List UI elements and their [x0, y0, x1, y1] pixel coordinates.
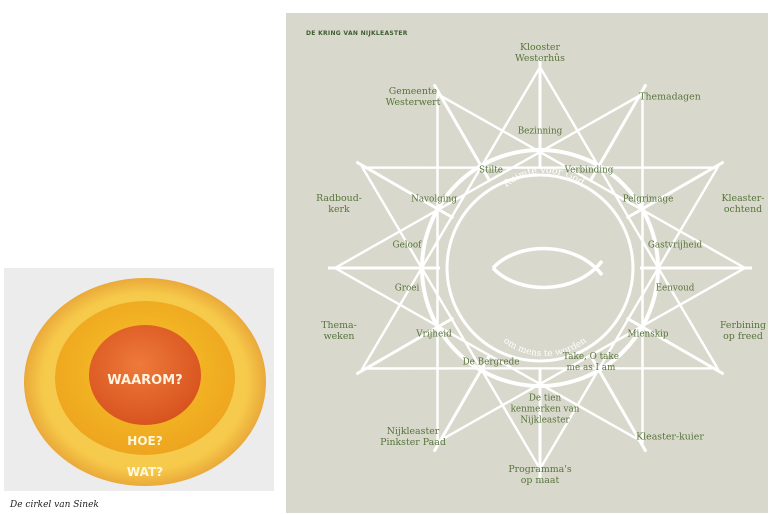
star-triangle — [436, 92, 748, 444]
outer-label-kleaster-ochtend: Kleaster- ochtend — [721, 193, 765, 215]
ichthys-symbol — [491, 246, 604, 290]
kring-figure: Ruimte voor God, om mens te worden DE KR… — [286, 13, 768, 513]
inner-label-vrijheid: Vrijheid — [416, 329, 452, 340]
spoke-line — [432, 83, 492, 183]
inner-label-take-o-take: Take, O take me as I am — [563, 352, 619, 373]
inner-label-navolging: Navolging — [411, 194, 457, 205]
inner-label-de-bergrede: De Bergrede — [462, 357, 520, 368]
kring-title: DE KRING VAN NIJKLEASTER — [306, 30, 408, 37]
inner-label-verbinding: Verbinding — [564, 165, 614, 176]
outer-label-programmas-op-maat: Programma's op maat — [508, 464, 572, 486]
sinek-circles: WAAROM? HOE? WAT? — [24, 278, 266, 486]
inner-label-eenvoud: Eenvoud — [655, 283, 695, 294]
inner-label-pelgrimage: Pelgrimage — [622, 194, 674, 205]
outer-label-thema-weken: Thema- weken — [321, 320, 357, 342]
sinek-figure: WAAROM? HOE? WAT? — [4, 268, 274, 491]
sinek-caption: De cirkel van Sinek — [10, 500, 99, 510]
inner-label-de-tien: De tien kenmerken van Nijkleaster — [510, 393, 580, 426]
inner-label-gastvrijheid: Gastvrijheid — [647, 240, 703, 251]
outer-label-ferbining-op-freed: Ferbining op freed — [719, 320, 767, 342]
outer-label-nijkleaster-pinkster-paad: Nijkleaster Pinkster Paad — [380, 426, 446, 448]
outer-label-radboud-kerk: Radboud- kerk — [316, 193, 362, 215]
hoe-label: HOE? — [127, 434, 162, 448]
inner-label-bezinning: Bezinning — [517, 126, 563, 137]
spoke-line — [432, 353, 492, 453]
outer-label-themadagen: Themadagen — [639, 91, 701, 103]
inner-label-geloof: Geloof — [392, 240, 422, 251]
inner-label-mienskip: Mienskip — [627, 329, 669, 340]
waarom-core — [89, 325, 201, 425]
outer-label-klooster-westerhus: Klooster Westerhûs — [515, 42, 565, 64]
inner-label-groei: Groei — [394, 283, 420, 294]
outer-label-kleaster-kuier: Kleaster-kuier — [636, 431, 704, 443]
star-triangle — [360, 64, 720, 370]
inner-label-stilte: Stilte — [479, 165, 503, 176]
waarom-label: WAAROM? — [107, 373, 182, 388]
wat-label: WAT? — [127, 465, 163, 479]
star-triangle — [360, 166, 720, 472]
spoke-line — [588, 83, 648, 183]
inner-ring-line — [445, 173, 635, 363]
outer-label-gemeente-westerwert: Gemeente Westerwert — [385, 86, 441, 108]
spoke-line — [588, 353, 648, 453]
kring-diagram: Ruimte voor God, om mens te worden — [328, 56, 752, 480]
star-triangle — [332, 92, 644, 444]
